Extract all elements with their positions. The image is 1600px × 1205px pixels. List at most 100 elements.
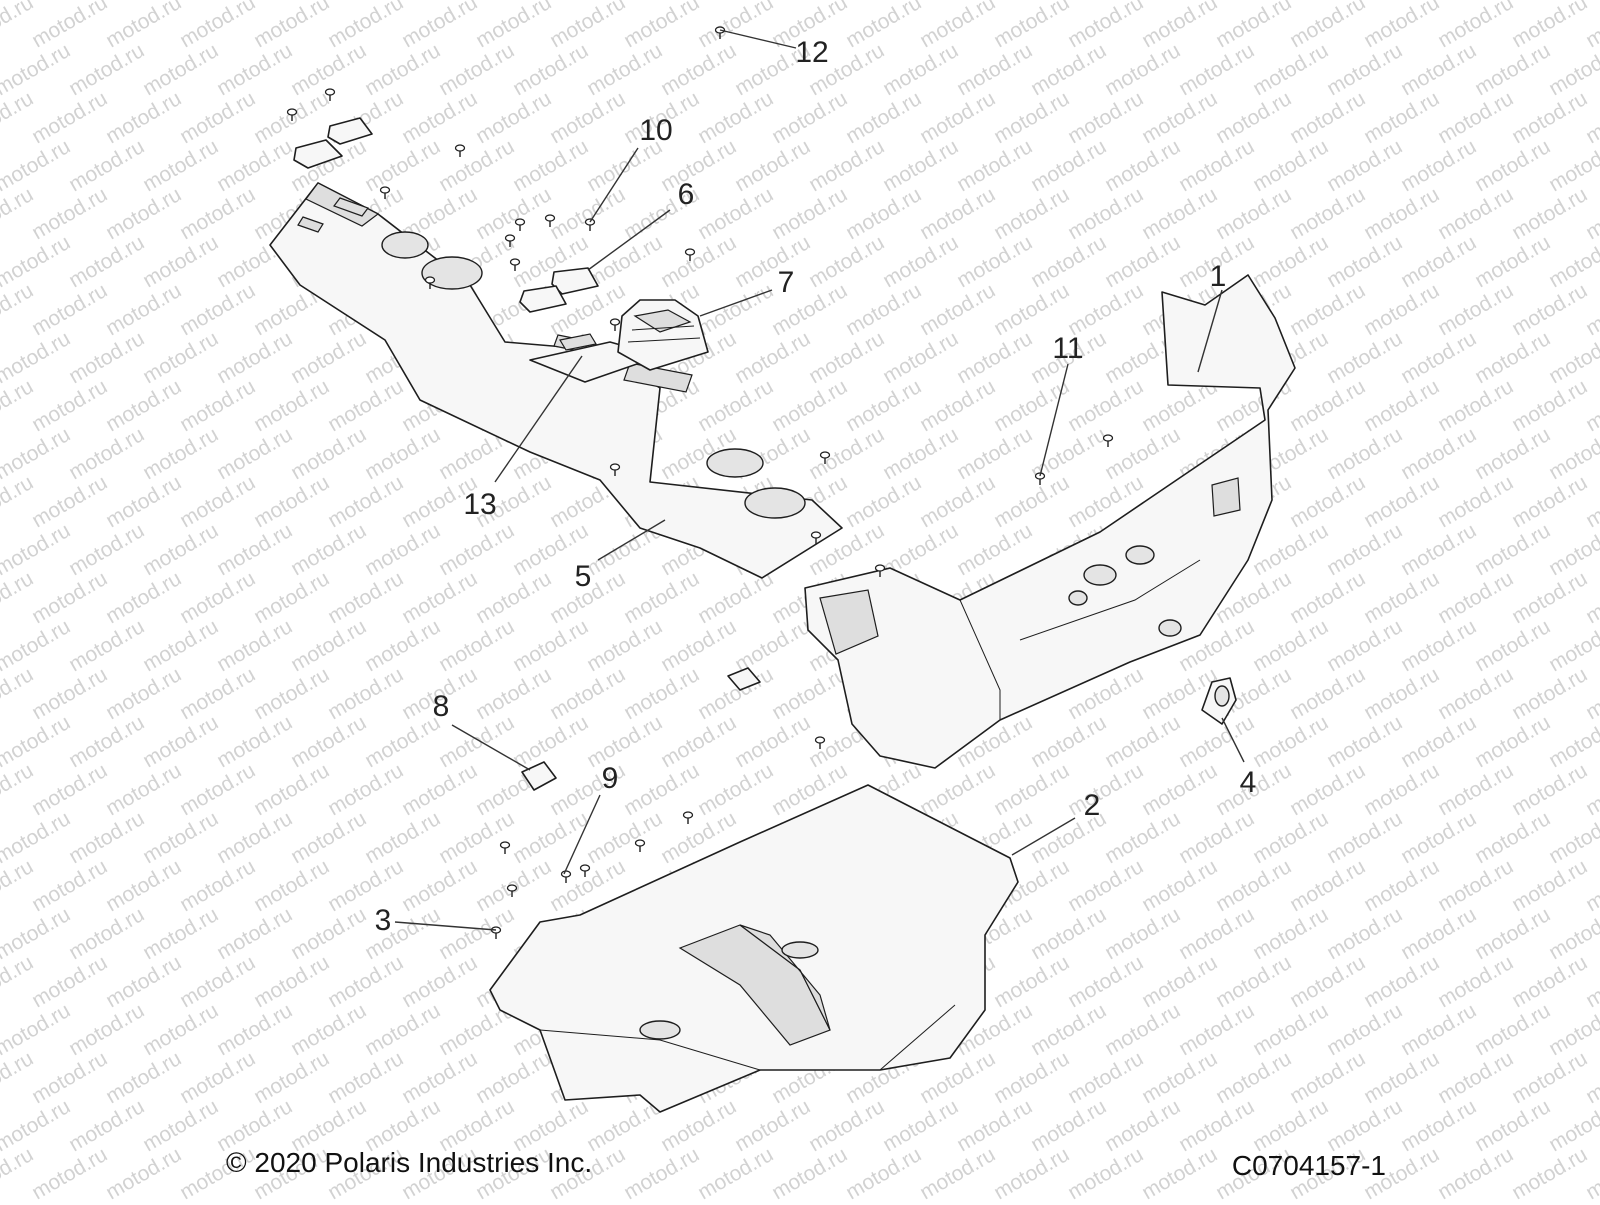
watermark-text: motod.ru bbox=[620, 1143, 703, 1200]
fastener-icon bbox=[634, 839, 646, 852]
callout-12: 12 bbox=[795, 36, 828, 69]
watermark-text: motod.ru bbox=[879, 231, 962, 292]
watermark-text: motod.ru bbox=[916, 759, 999, 820]
watermark-text: motod.ru bbox=[546, 0, 629, 52]
watermark-text: motod.ru bbox=[1212, 1047, 1295, 1108]
callout-13: 13 bbox=[463, 488, 496, 521]
watermark-text: motod.ru bbox=[1434, 567, 1517, 628]
watermark-text: motod.ru bbox=[1434, 1047, 1517, 1108]
watermark-text: motod.ru bbox=[990, 375, 1073, 436]
watermark-text: motod.ru bbox=[842, 471, 925, 532]
fastener-icon bbox=[424, 276, 436, 289]
watermark-text: motod.ru bbox=[1286, 567, 1369, 628]
watermark-text: motod.ru bbox=[213, 903, 296, 964]
watermark-text: motod.ru bbox=[176, 663, 259, 724]
watermark-text: motod.ru bbox=[1471, 615, 1554, 676]
fastener-icon bbox=[509, 258, 521, 271]
watermark-text: motod.ru bbox=[102, 471, 185, 532]
watermark-text: motod.ru bbox=[657, 231, 740, 292]
watermark-text: motod.ru bbox=[694, 759, 777, 820]
watermark-text: motod.ru bbox=[1212, 855, 1295, 916]
part-7-shift-boot bbox=[617, 299, 709, 371]
watermark-text: motod.ru bbox=[583, 615, 666, 676]
watermark-text: motod.ru bbox=[657, 615, 740, 676]
watermark-text: motod.ru bbox=[1471, 903, 1554, 964]
watermark-text: motod.ru bbox=[65, 615, 148, 676]
watermark-text: motod.ru bbox=[139, 1095, 222, 1156]
watermark-text: motod.ru bbox=[1064, 1143, 1147, 1200]
watermark-text: motod.ru bbox=[176, 855, 259, 916]
watermark-text: motod.ru bbox=[620, 0, 703, 52]
watermark-text: motod.ru bbox=[694, 1143, 777, 1200]
fastener-icon bbox=[504, 234, 516, 247]
watermark-text: motod.ru bbox=[1175, 807, 1258, 868]
watermark-text: motod.ru bbox=[768, 663, 851, 724]
watermark-text: motod.ru bbox=[1064, 951, 1147, 1012]
watermark-text: motod.ru bbox=[1212, 87, 1295, 148]
watermark-text: motod.ru bbox=[509, 807, 592, 868]
watermark-text: motod.ru bbox=[1397, 135, 1480, 196]
fastener-icon bbox=[684, 248, 696, 261]
watermark-text: motod.ru bbox=[916, 87, 999, 148]
watermark-text: motod.ru bbox=[250, 951, 333, 1012]
watermark-text: motod.ru bbox=[65, 135, 148, 196]
watermark-text: motod.ru bbox=[768, 183, 851, 244]
watermark-text: motod.ru bbox=[1508, 87, 1591, 148]
watermark-text: motod.ru bbox=[1323, 519, 1406, 580]
watermark-text: motod.ru bbox=[139, 903, 222, 964]
watermark-text: motod.ru bbox=[176, 279, 259, 340]
watermark-text: motod.ru bbox=[1323, 423, 1406, 484]
watermark-text: motod.ru bbox=[768, 1143, 851, 1200]
watermark-text: motod.ru bbox=[694, 279, 777, 340]
watermark-text: motod.ru bbox=[842, 1143, 925, 1200]
fastener-icon bbox=[514, 218, 526, 231]
fastener-icon bbox=[579, 864, 591, 877]
watermark-text: motod.ru bbox=[65, 999, 148, 1060]
callout-labels: 1 2 3 4 5 6 7 8 9 10 11 12 13 bbox=[375, 36, 1257, 937]
leader-3 bbox=[394, 921, 497, 931]
watermark-text: motod.ru bbox=[361, 999, 444, 1060]
watermark-text: motod.ru bbox=[472, 1047, 555, 1108]
watermark-text: motod.ru bbox=[1508, 1143, 1591, 1200]
watermark-text: motod.ru bbox=[1360, 567, 1443, 628]
watermark-text: motod.ru bbox=[1175, 135, 1258, 196]
watermark-text: motod.ru bbox=[1064, 759, 1147, 820]
watermark-text: motod.ru bbox=[28, 1143, 111, 1200]
watermark-text: motod.ru bbox=[435, 135, 518, 196]
watermark-text: motod.ru bbox=[842, 375, 925, 436]
watermark-text: motod.ru bbox=[28, 87, 111, 148]
watermark-text: motod.ru bbox=[1508, 567, 1591, 628]
watermark-text: motod.ru bbox=[1064, 0, 1147, 52]
watermark-text: motod.ru bbox=[102, 183, 185, 244]
watermark-text: motod.ru bbox=[805, 423, 888, 484]
watermark-text: motod.ru bbox=[102, 0, 185, 52]
watermark-text: motod.ru bbox=[1508, 759, 1591, 820]
fastener-icon bbox=[324, 88, 336, 101]
watermark-text: motod.ru bbox=[1323, 999, 1406, 1060]
watermark-text: motod.ru bbox=[583, 711, 666, 772]
watermark-text: motod.ru bbox=[509, 711, 592, 772]
watermark-text: motod.ru bbox=[324, 375, 407, 436]
part-6-covers bbox=[293, 117, 599, 313]
watermark-text: motod.ru bbox=[1434, 0, 1517, 52]
fastener-icon bbox=[286, 108, 298, 121]
watermark-text: motod.ru bbox=[1249, 903, 1332, 964]
watermark-text: motod.ru bbox=[1286, 375, 1369, 436]
watermark-text: motod.ru bbox=[287, 423, 370, 484]
leader-1 bbox=[1197, 289, 1223, 373]
watermark-text: motod.ru bbox=[176, 471, 259, 532]
watermark-text: motod.ru bbox=[65, 231, 148, 292]
diagram-code: C0704157-1 bbox=[1232, 1150, 1386, 1181]
watermark-text: motod.ru bbox=[1286, 471, 1369, 532]
watermark-text: motod.ru bbox=[1434, 951, 1517, 1012]
watermark-text: motod.ru bbox=[1471, 807, 1554, 868]
watermark-text: motod.ru bbox=[1508, 183, 1591, 244]
watermark-text: motod.ru bbox=[398, 1047, 481, 1108]
watermark-text: motod.ru bbox=[953, 231, 1036, 292]
watermark-text: motod.ru bbox=[213, 999, 296, 1060]
watermark-text: motod.ru bbox=[1101, 999, 1184, 1060]
watermark-text: motod.ru bbox=[102, 279, 185, 340]
fastener-icon bbox=[810, 531, 822, 544]
watermark-text: motod.ru bbox=[805, 135, 888, 196]
